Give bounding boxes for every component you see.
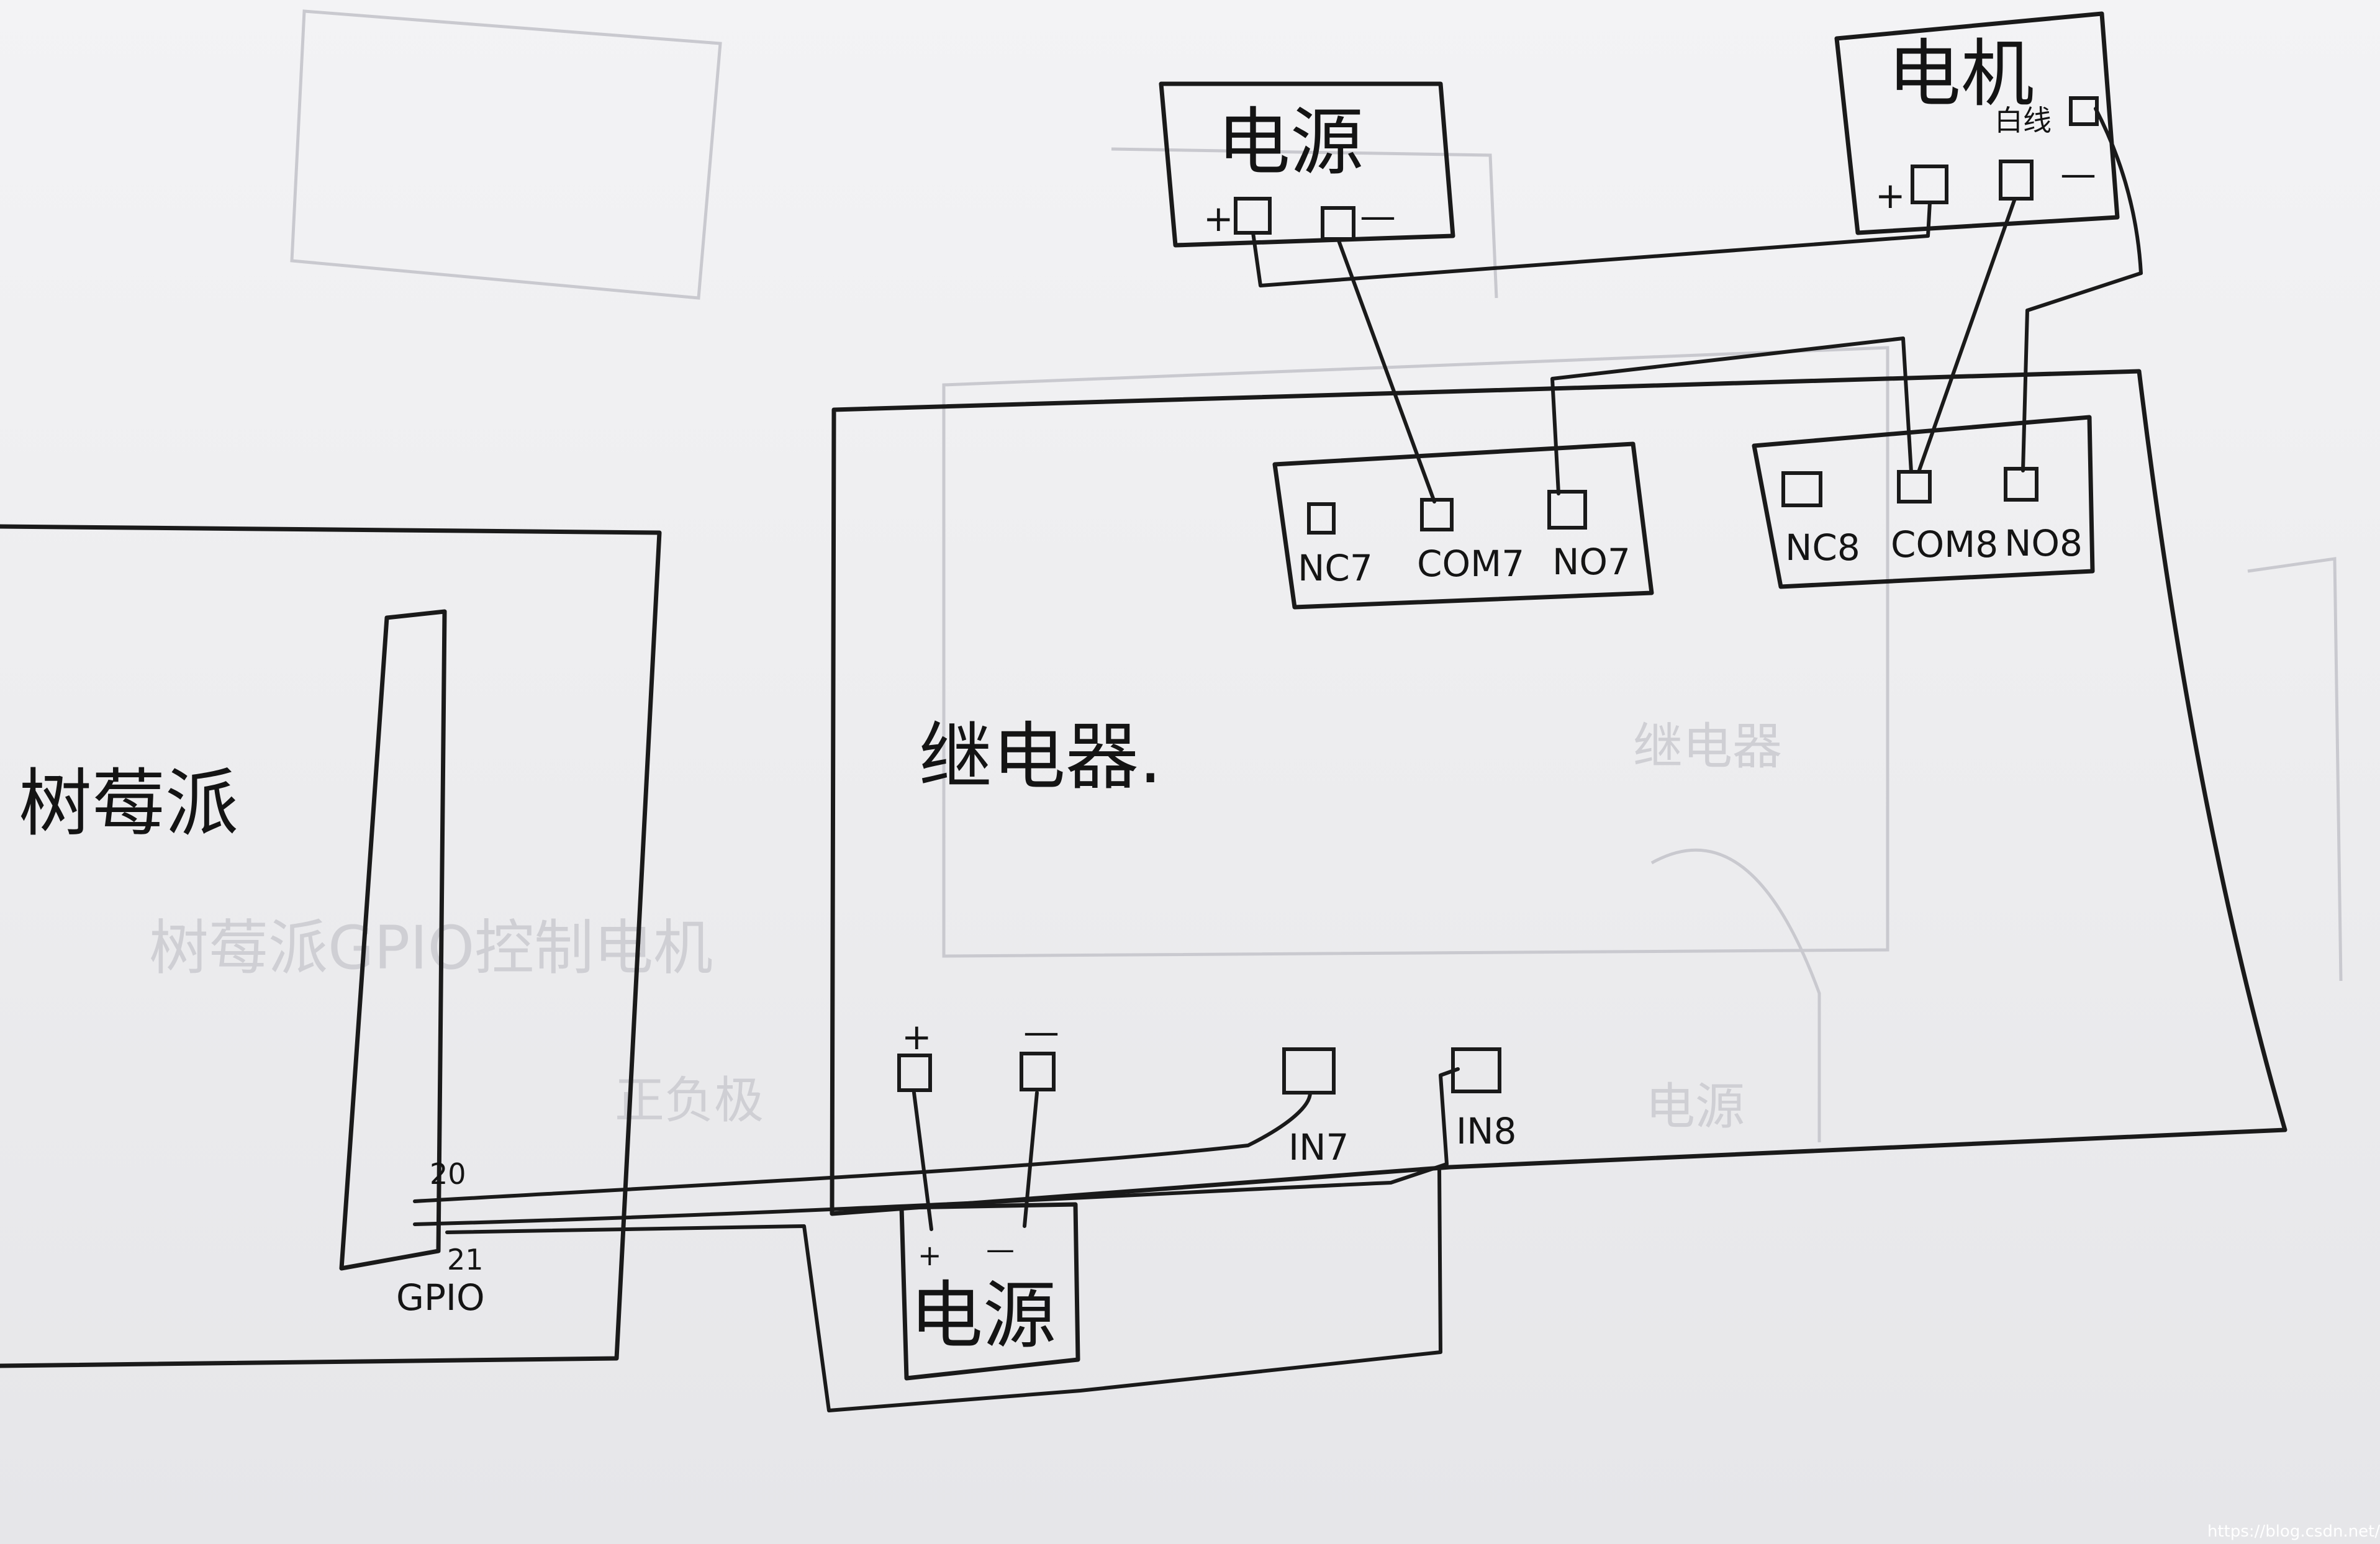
wire-power-plus-to-motor-plus <box>1251 201 1932 287</box>
show-through-marks: 树莓派GPIO控制电机 继电器 电源 正负极 <box>149 9 2343 1142</box>
motor-box <box>1834 11 2120 235</box>
white-wire-terminal <box>2069 96 2099 126</box>
svg-text:继电器: 继电器 <box>1633 718 1782 775</box>
raspberry-pi-label: 树莓派 <box>19 761 238 846</box>
svg-text:树莓派GPIO控制电机: 树莓派GPIO控制电机 <box>149 913 713 983</box>
watermark: https://blog.csdn.net/abcde123qw123 <box>2207 1522 2380 1541</box>
top-power-minus-terminal <box>1321 206 1355 241</box>
relay-channel-7-block <box>1272 441 1654 610</box>
top-power-plus-label: + <box>1203 197 1234 240</box>
com7-terminal <box>1420 498 1454 531</box>
no8-terminal <box>2004 467 2038 502</box>
top-power-minus-label: — <box>1360 195 1396 237</box>
relay-minus-terminal <box>1020 1052 1056 1091</box>
relay-module-board <box>830 369 2287 1216</box>
no8-label: NO8 <box>2004 522 2083 564</box>
top-power-plus-terminal <box>1234 197 1272 235</box>
raspberry-pi-board <box>0 524 662 1368</box>
bottom-power-supply <box>899 1202 1080 1381</box>
com7-label: COM7 <box>1417 543 1524 585</box>
relay-label: 继电器. <box>919 714 1162 800</box>
nc7-label: NC7 <box>1298 547 1373 589</box>
gpio-label: GPIO <box>396 1276 485 1319</box>
svg-text:正负极: 正负极 <box>615 1072 764 1129</box>
relay-plus-label: + <box>902 1016 932 1058</box>
wire-motor-minus-to-com8 <box>1917 197 2017 474</box>
white-wire-label: 白线 <box>1994 104 2052 137</box>
gpio-pin-20-label: 20 <box>430 1157 466 1191</box>
wire-relay-minus-to-power <box>1023 1091 1039 1228</box>
bottom-power-minus-label: — <box>986 1232 1015 1266</box>
no7-terminal <box>1547 490 1587 530</box>
in7-label: IN7 <box>1288 1126 1349 1168</box>
bottom-power-label: 电源 <box>910 1273 1056 1358</box>
nc7-terminal <box>1307 502 1336 535</box>
gpio-header-strip <box>339 609 447 1271</box>
relay-channel-8-block <box>1752 415 2095 589</box>
top-power-label: 电源 <box>1217 99 1364 185</box>
in8-label: IN8 <box>1456 1110 1516 1152</box>
top-power-supply <box>1159 81 1455 248</box>
wire-gpio21-to-in8 <box>413 1067 1460 1226</box>
wire-no7-to-com8 <box>1550 336 1913 495</box>
no7-label: NO7 <box>1552 541 1631 583</box>
relay-plus-terminal <box>897 1054 932 1092</box>
motor-plus-terminal <box>1911 165 1948 204</box>
in8-terminal <box>1451 1047 1501 1093</box>
wire-power-minus-to-com7 <box>1336 237 1436 503</box>
com8-label: COM8 <box>1891 523 1998 566</box>
bottom-power-plus-label: + <box>918 1239 942 1272</box>
wire-white-to-no8 <box>2021 107 2143 472</box>
motor-minus-terminal <box>1999 160 2034 201</box>
motor-label: 电机 <box>1888 31 2034 117</box>
nc8-terminal <box>1781 471 1822 507</box>
svg-text:电源: 电源 <box>1645 1078 1745 1135</box>
wire-relay-plus-to-power <box>912 1091 933 1231</box>
motor-plus-label: + <box>1875 174 1906 217</box>
com8-terminal <box>1897 470 1932 503</box>
in7-terminal <box>1282 1047 1336 1095</box>
motor-minus-label: — <box>2060 153 2096 195</box>
relay-minus-label: — <box>1023 1011 1059 1053</box>
wires <box>413 107 2143 1412</box>
wire-gpio20-to-in7 <box>413 1091 1312 1203</box>
wire-bottom-return-loop <box>445 1165 1442 1412</box>
gpio-pin-21-label: 21 <box>447 1243 484 1276</box>
nc8-label: NC8 <box>1785 526 1860 569</box>
